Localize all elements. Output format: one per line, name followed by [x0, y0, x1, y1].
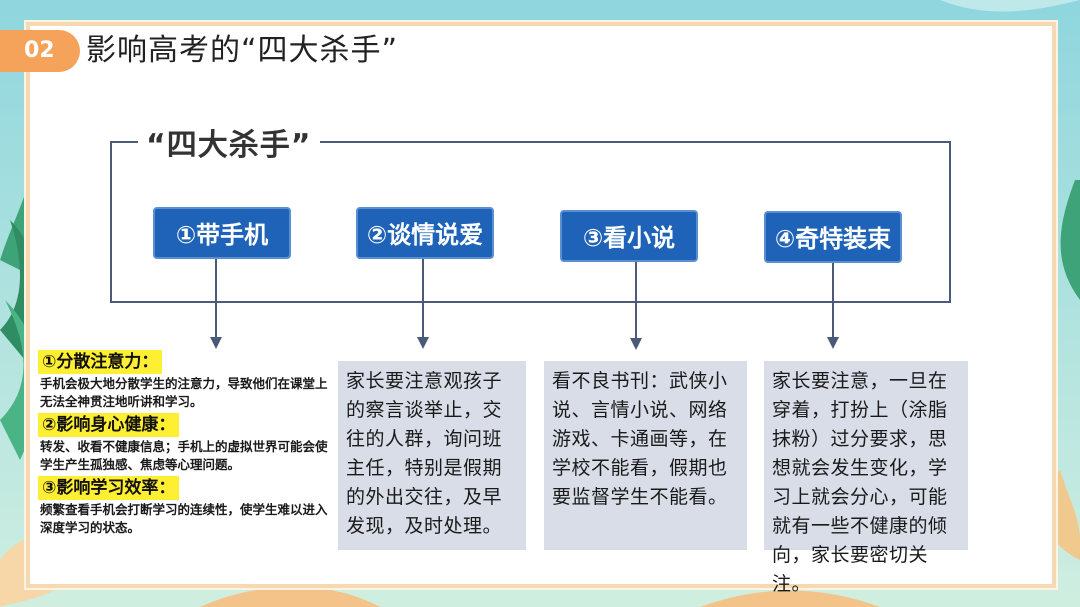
effect-heading: ①分散注意力： [38, 350, 163, 374]
effect-heading: ③影响学习效率： [38, 476, 180, 500]
attire-advice-box: 家长要注意，一旦在穿着，打扮上（涂脂抹粉）过分要求，思想就会发生变化，学习上就会… [764, 361, 968, 595]
arrow-down-icon [827, 337, 839, 349]
connector-line [215, 259, 217, 339]
novels-advice-box: 看不良书刊：武侠小说、言情小说、网络游戏、卡通画等，在学校不能看，假期也要监督学… [544, 361, 747, 550]
connector-line [635, 262, 637, 340]
section-number-badge: 02 [0, 30, 80, 72]
killer-pill-attire: ④奇特装束 [764, 211, 902, 263]
arrow-down-icon [210, 337, 222, 349]
effect-heading: ②影响身心健康： [38, 413, 180, 437]
phone-effects-panel: ①分散注意力： 手机会极大地分散学生的注意力，导致他们在课堂上无法全神贯注地听讲… [38, 350, 334, 575]
effect-text: 转发、收看不健康信息；手机上的虚拟世界可能会使学生产生孤独感、焦虑等心理问题。 [40, 439, 328, 472]
page-title: 影响高考的“四大杀手” [86, 33, 399, 68]
effect-item: ①分散注意力： 手机会极大地分散学生的注意力，导致他们在课堂上无法全神贯注地听讲… [38, 350, 334, 411]
effect-item: ③影响学习效率： 频繁查看手机会打断学习的连续性，使学生难以进入深度学习的状态。 [38, 476, 334, 537]
connector-line [422, 259, 424, 339]
frame-top-line-left [110, 141, 138, 143]
frame-top-line-right [320, 141, 951, 143]
frame-label: “四大杀手” [140, 120, 318, 164]
arrow-down-icon [630, 338, 642, 350]
effect-text: 频繁查看手机会打断学习的连续性，使学生难以进入深度学习的状态。 [40, 502, 328, 535]
killer-pill-novels: ③看小说 [560, 210, 698, 262]
effect-item: ②影响身心健康： 转发、收看不健康信息；手机上的虚拟世界可能会使学生产生孤独感、… [38, 413, 334, 474]
connector-line [832, 263, 834, 339]
romance-advice-box: 家长要注意观孩子的察言谈举止，交往的人群，询问班主任，特别是假期的外出交往，及早… [338, 361, 526, 550]
killers-frame [110, 141, 951, 303]
arrow-down-icon [417, 337, 429, 349]
killer-pill-phone: ①带手机 [153, 207, 291, 259]
effect-text: 手机会极大地分散学生的注意力，导致他们在课堂上无法全神贯注地听讲和学习。 [40, 376, 328, 409]
killer-pill-romance: ②谈情说爱 [356, 207, 494, 259]
